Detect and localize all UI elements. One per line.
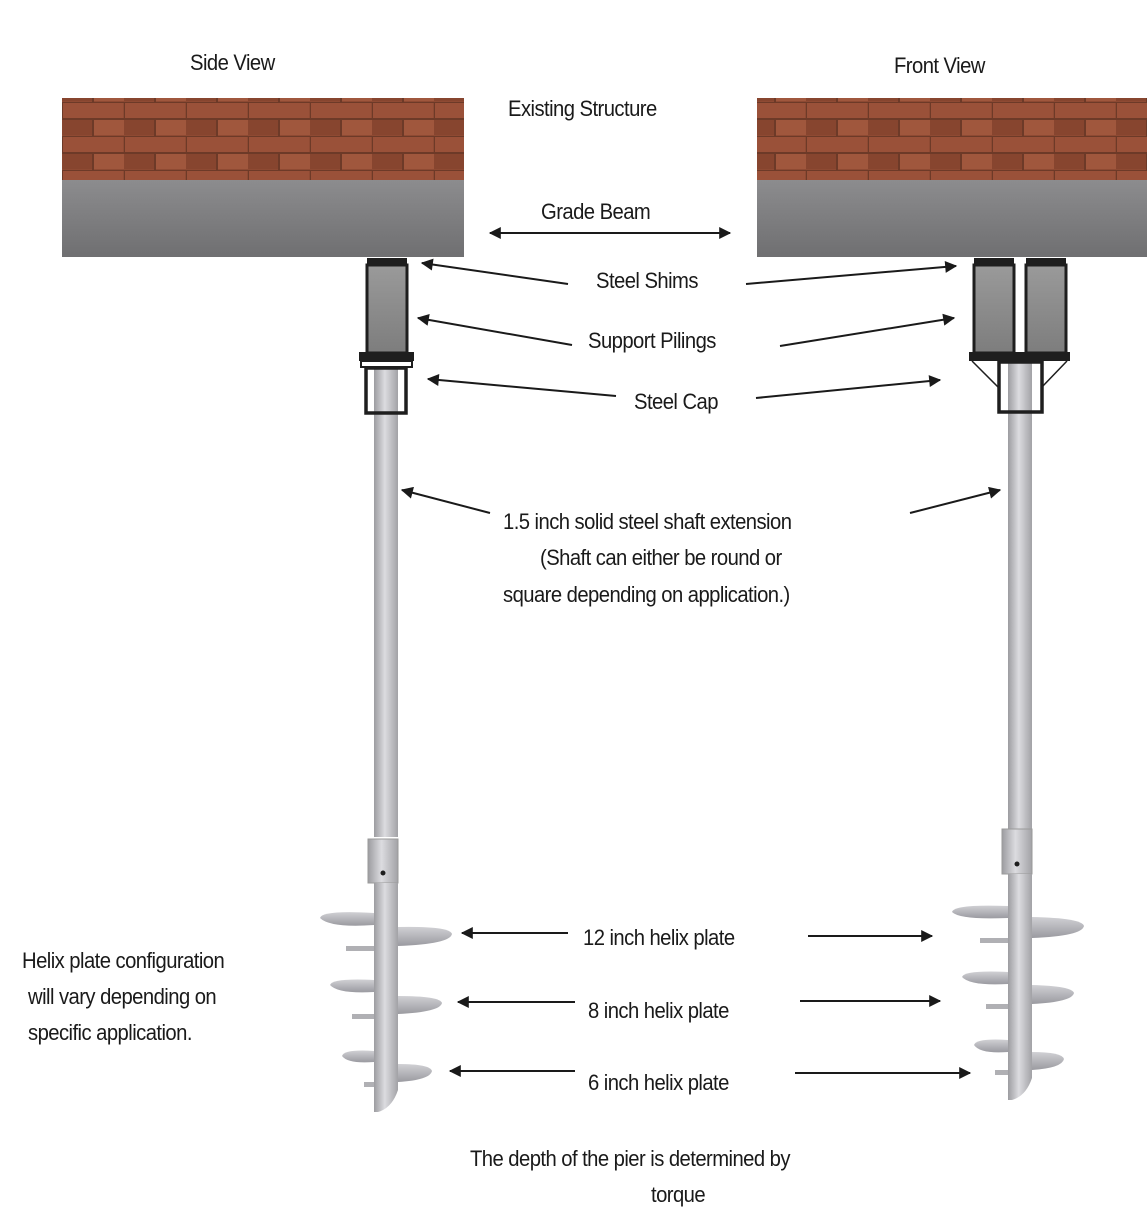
- side-steel-shim: [367, 258, 407, 265]
- helix-note-line2: will vary depending on: [28, 984, 217, 1009]
- side-steel-cap: [364, 366, 408, 415]
- front-support-piling-right: [1024, 263, 1068, 355]
- side-view-title: Side View: [190, 50, 275, 75]
- steel-cap-arrow-left: [426, 373, 617, 397]
- steel-cap-arrow-right: [755, 375, 942, 399]
- front-view-structure: [757, 98, 1147, 257]
- side-shaft-lower: [374, 883, 398, 1112]
- helix-6-label: 6 inch helix plate: [588, 1070, 729, 1095]
- existing-structure-label: Existing Structure: [508, 96, 657, 121]
- front-shaft: [1008, 361, 1032, 831]
- depth-note-line2: torque: [651, 1182, 706, 1207]
- front-helix-6: [974, 1039, 1064, 1075]
- front-shaft-lower: [1008, 874, 1032, 1100]
- front-cap-plate: [969, 352, 1070, 361]
- side-support-piling: [365, 263, 409, 355]
- front-grade-beam: [757, 180, 1147, 257]
- support-pilings-arrow-right: [779, 313, 956, 347]
- side-view-structure: [62, 98, 464, 257]
- steel-cap-label: Steel Cap: [634, 389, 718, 414]
- shaft-arrow-right: [909, 486, 1002, 514]
- shaft-arrow-left: [400, 486, 491, 514]
- steel-shims-label: Steel Shims: [596, 268, 698, 293]
- side-pier: [320, 258, 452, 1112]
- depth-note-line1: The depth of the pier is determined by: [470, 1146, 790, 1171]
- front-view-title: Front View: [894, 53, 985, 78]
- steel-shims-arrow-left: [420, 258, 569, 285]
- shaft-label-line2: (Shaft can either be round or: [540, 545, 782, 570]
- side-helix-8: [330, 979, 442, 1019]
- helix-12-label: 12 inch helix plate: [583, 925, 735, 950]
- helix-note-line1: Helix plate configuration: [22, 948, 225, 973]
- steel-shims-arrow-right: [745, 260, 958, 285]
- front-brick-wall: [757, 98, 1147, 180]
- grade-beam-label: Grade Beam: [541, 199, 651, 224]
- side-shaft: [374, 367, 398, 837]
- helix-8-label: 8 inch helix plate: [588, 998, 729, 1023]
- helix-note-line3: specific application.: [28, 1020, 192, 1045]
- front-helix-12: [952, 905, 1084, 943]
- side-grade-beam: [62, 180, 464, 257]
- side-cap-plate: [359, 352, 414, 361]
- side-helix-12: [320, 912, 452, 951]
- side-coupler: [367, 838, 399, 884]
- front-helix-8: [962, 971, 1074, 1009]
- side-brick-wall: [62, 98, 464, 180]
- front-coupler: [1001, 828, 1033, 875]
- front-support-piling-left: [972, 263, 1016, 355]
- front-steel-cap: [997, 360, 1044, 414]
- front-pier: [952, 258, 1084, 1100]
- shaft-label-line1: 1.5 inch solid steel shaft extension: [503, 509, 792, 534]
- support-pilings-label: Support Pilings: [588, 328, 716, 353]
- support-pilings-arrow-left: [416, 313, 573, 346]
- shaft-label-line3: square depending on application.): [503, 582, 790, 607]
- side-helix-6: [342, 1050, 432, 1087]
